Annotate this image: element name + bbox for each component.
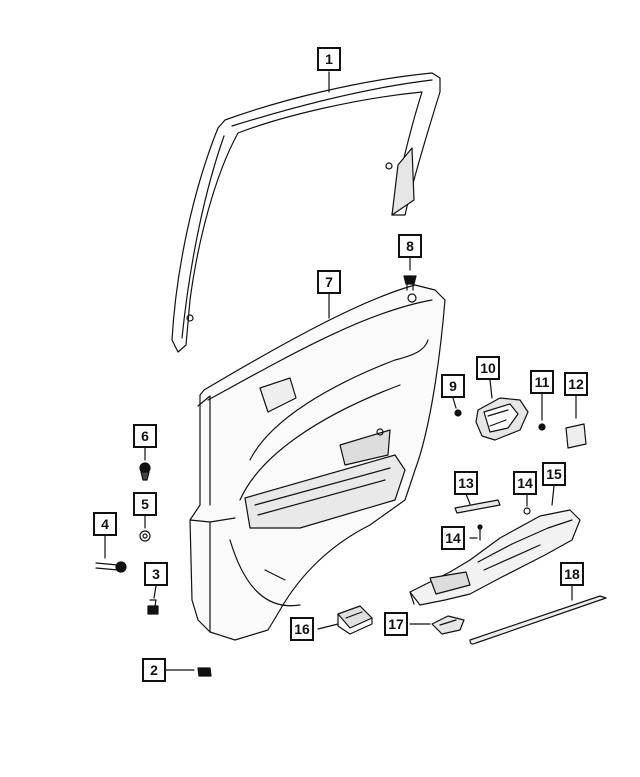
leader-line-10 (489, 379, 493, 399)
callout-5: 5 (133, 492, 157, 516)
trim-strip-part-18 (469, 595, 607, 645)
callout-9: 9 (441, 374, 465, 398)
leader-line-15 (551, 485, 555, 506)
callout-11: 11 (530, 370, 554, 394)
door-frame-molding (171, 72, 441, 353)
pin-part-14-upper (523, 507, 531, 515)
screw-part-4 (95, 561, 127, 573)
callout-16: 16 (290, 617, 314, 641)
callout-12: 12 (564, 372, 588, 396)
callout-15: 15 (542, 462, 566, 486)
leader-line-13 (465, 493, 471, 505)
callout-4: 4 (93, 512, 117, 536)
fastener-part-6 (139, 462, 151, 481)
trim-strip-part-13 (454, 499, 501, 514)
callout-2: 2 (142, 658, 166, 682)
trim-cap-part-12 (565, 423, 587, 449)
leader-line-3 (153, 585, 157, 599)
washer-part-5 (139, 530, 151, 542)
screw-part-9 (454, 409, 462, 417)
callout-17: 17 (384, 612, 408, 636)
callout-1: 1 (317, 47, 341, 71)
callout-14-lower: 14 (441, 526, 465, 550)
callout-14-upper: 14 (513, 471, 537, 495)
switch-part-16 (337, 605, 373, 635)
fastener-part-3 (147, 599, 159, 615)
interior-door-handle (475, 397, 529, 441)
nut-part-2 (197, 667, 212, 677)
screw-part-11 (538, 423, 546, 431)
callout-3: 3 (144, 562, 168, 586)
leader-line-9 (452, 397, 457, 409)
door-trim-panel (189, 284, 446, 641)
callout-18: 18 (560, 562, 584, 586)
bezel-part-17 (431, 615, 465, 635)
clip-part-8 (403, 275, 417, 291)
pin-part-14-lower (477, 524, 483, 541)
callout-10: 10 (476, 356, 500, 380)
armrest-part-15 (409, 509, 581, 606)
callout-7: 7 (317, 270, 341, 294)
callout-6: 6 (133, 424, 157, 448)
callout-8: 8 (398, 234, 422, 258)
leader-line-16 (317, 623, 339, 630)
callout-13: 13 (454, 471, 478, 495)
